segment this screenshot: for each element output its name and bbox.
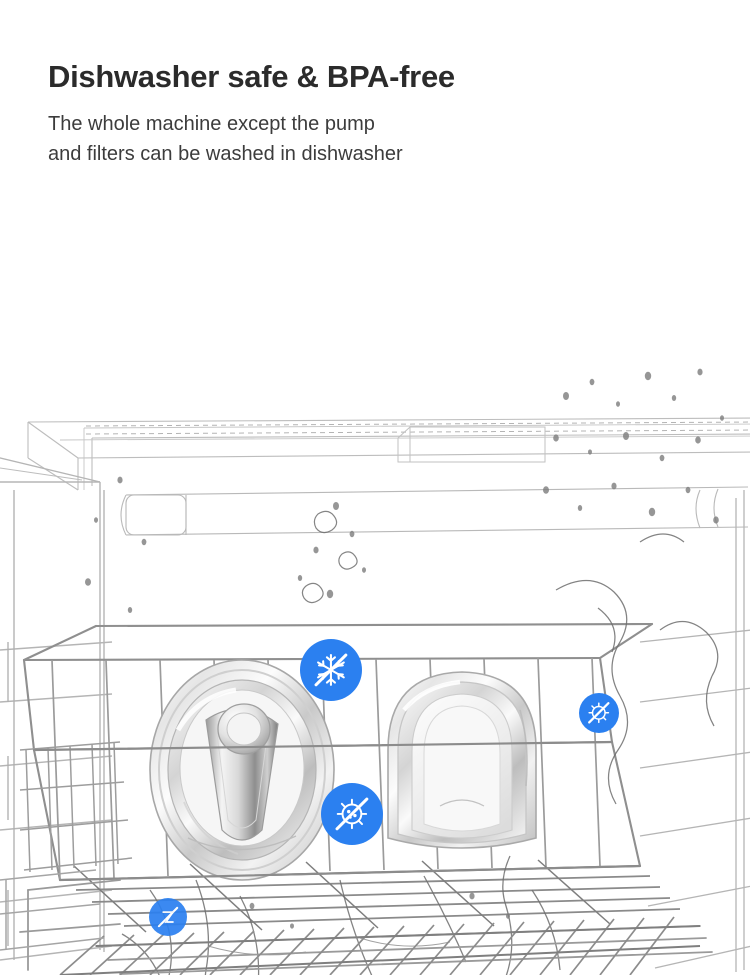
right-wall-rails [639,490,750,972]
page-title: Dishwasher safe & BPA-free [48,59,455,94]
upper-spray-rail [120,486,749,536]
subtitle-line-2: and filters can be washed in dishwasher [48,142,403,165]
cabinet-outline [0,417,750,491]
dishwasher-line-art-svg [0,368,750,975]
banner-subtitle: The whole machine except the pump and fi… [48,110,688,169]
basket-left-side-rack [19,741,133,873]
no-residue-badge[interactable] [579,693,619,733]
banner-text-block: Dishwasher safe & BPA-free The whole mac… [48,59,688,169]
water-droplets [85,368,724,929]
lower-left-rack [0,869,105,951]
stainless-steel-lid-part [387,671,537,849]
no-stain-icon [157,906,179,928]
no-germs-badge[interactable] [321,783,383,845]
no-germ-small-icon [588,702,610,724]
subtitle-line-1: The whole machine except the pump [48,113,375,136]
stainless-steel-funnel-part [149,659,335,881]
no-snowflake-icon [314,653,348,687]
no-bacteria-icon [335,797,369,831]
water-droplet-cluster [301,510,358,604]
no-freeze-badge[interactable] [300,639,362,701]
dishwasher-illustration [0,190,750,975]
left-wall-rails [0,457,113,961]
no-stain-badge[interactable] [149,898,187,936]
water-splash-right [555,533,719,805]
